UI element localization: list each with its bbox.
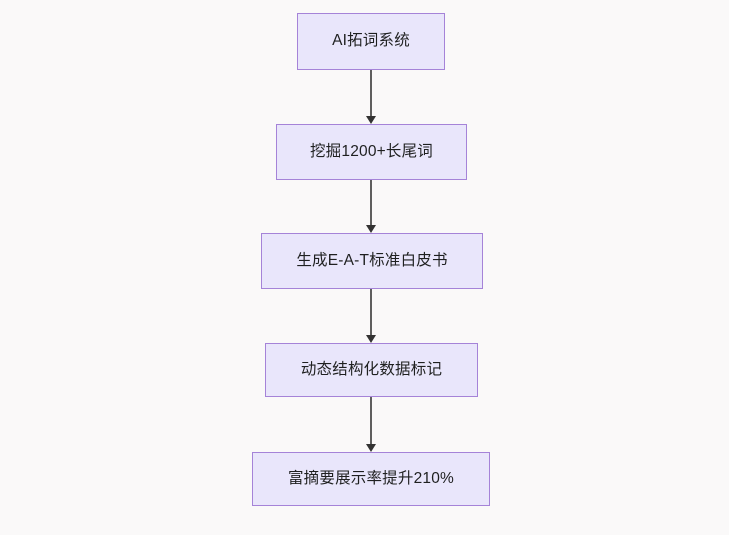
flow-node-ai-keyword-system[interactable]: AI拓词系统 xyxy=(297,13,445,70)
down-arrow-icon xyxy=(366,335,376,343)
flow-node-dynamic-structured-data-markup[interactable]: 动态结构化数据标记 xyxy=(265,343,478,397)
edge-line xyxy=(370,397,372,444)
down-arrow-icon xyxy=(366,444,376,452)
down-arrow-icon xyxy=(366,225,376,233)
edge-line xyxy=(370,70,372,116)
edge-line xyxy=(370,180,372,225)
flow-node-label: 动态结构化数据标记 xyxy=(300,360,443,378)
flow-node-label: 富摘要展示率提升210% xyxy=(287,469,455,487)
edge-line xyxy=(370,289,372,335)
flow-node-label: AI拓词系统 xyxy=(332,32,410,50)
down-arrow-icon xyxy=(366,116,376,124)
flow-node-rich-snippet-impression-lift[interactable]: 富摘要展示率提升210% xyxy=(252,452,490,506)
flow-node-generate-eat-whitepaper[interactable]: 生成E-A-T标准白皮书 xyxy=(261,233,483,289)
flow-node-label: 挖掘1200+长尾词 xyxy=(309,142,434,160)
flow-node-label: 生成E-A-T标准白皮书 xyxy=(296,251,448,269)
flow-node-mine-longtail-keywords[interactable]: 挖掘1200+长尾词 xyxy=(276,124,467,180)
